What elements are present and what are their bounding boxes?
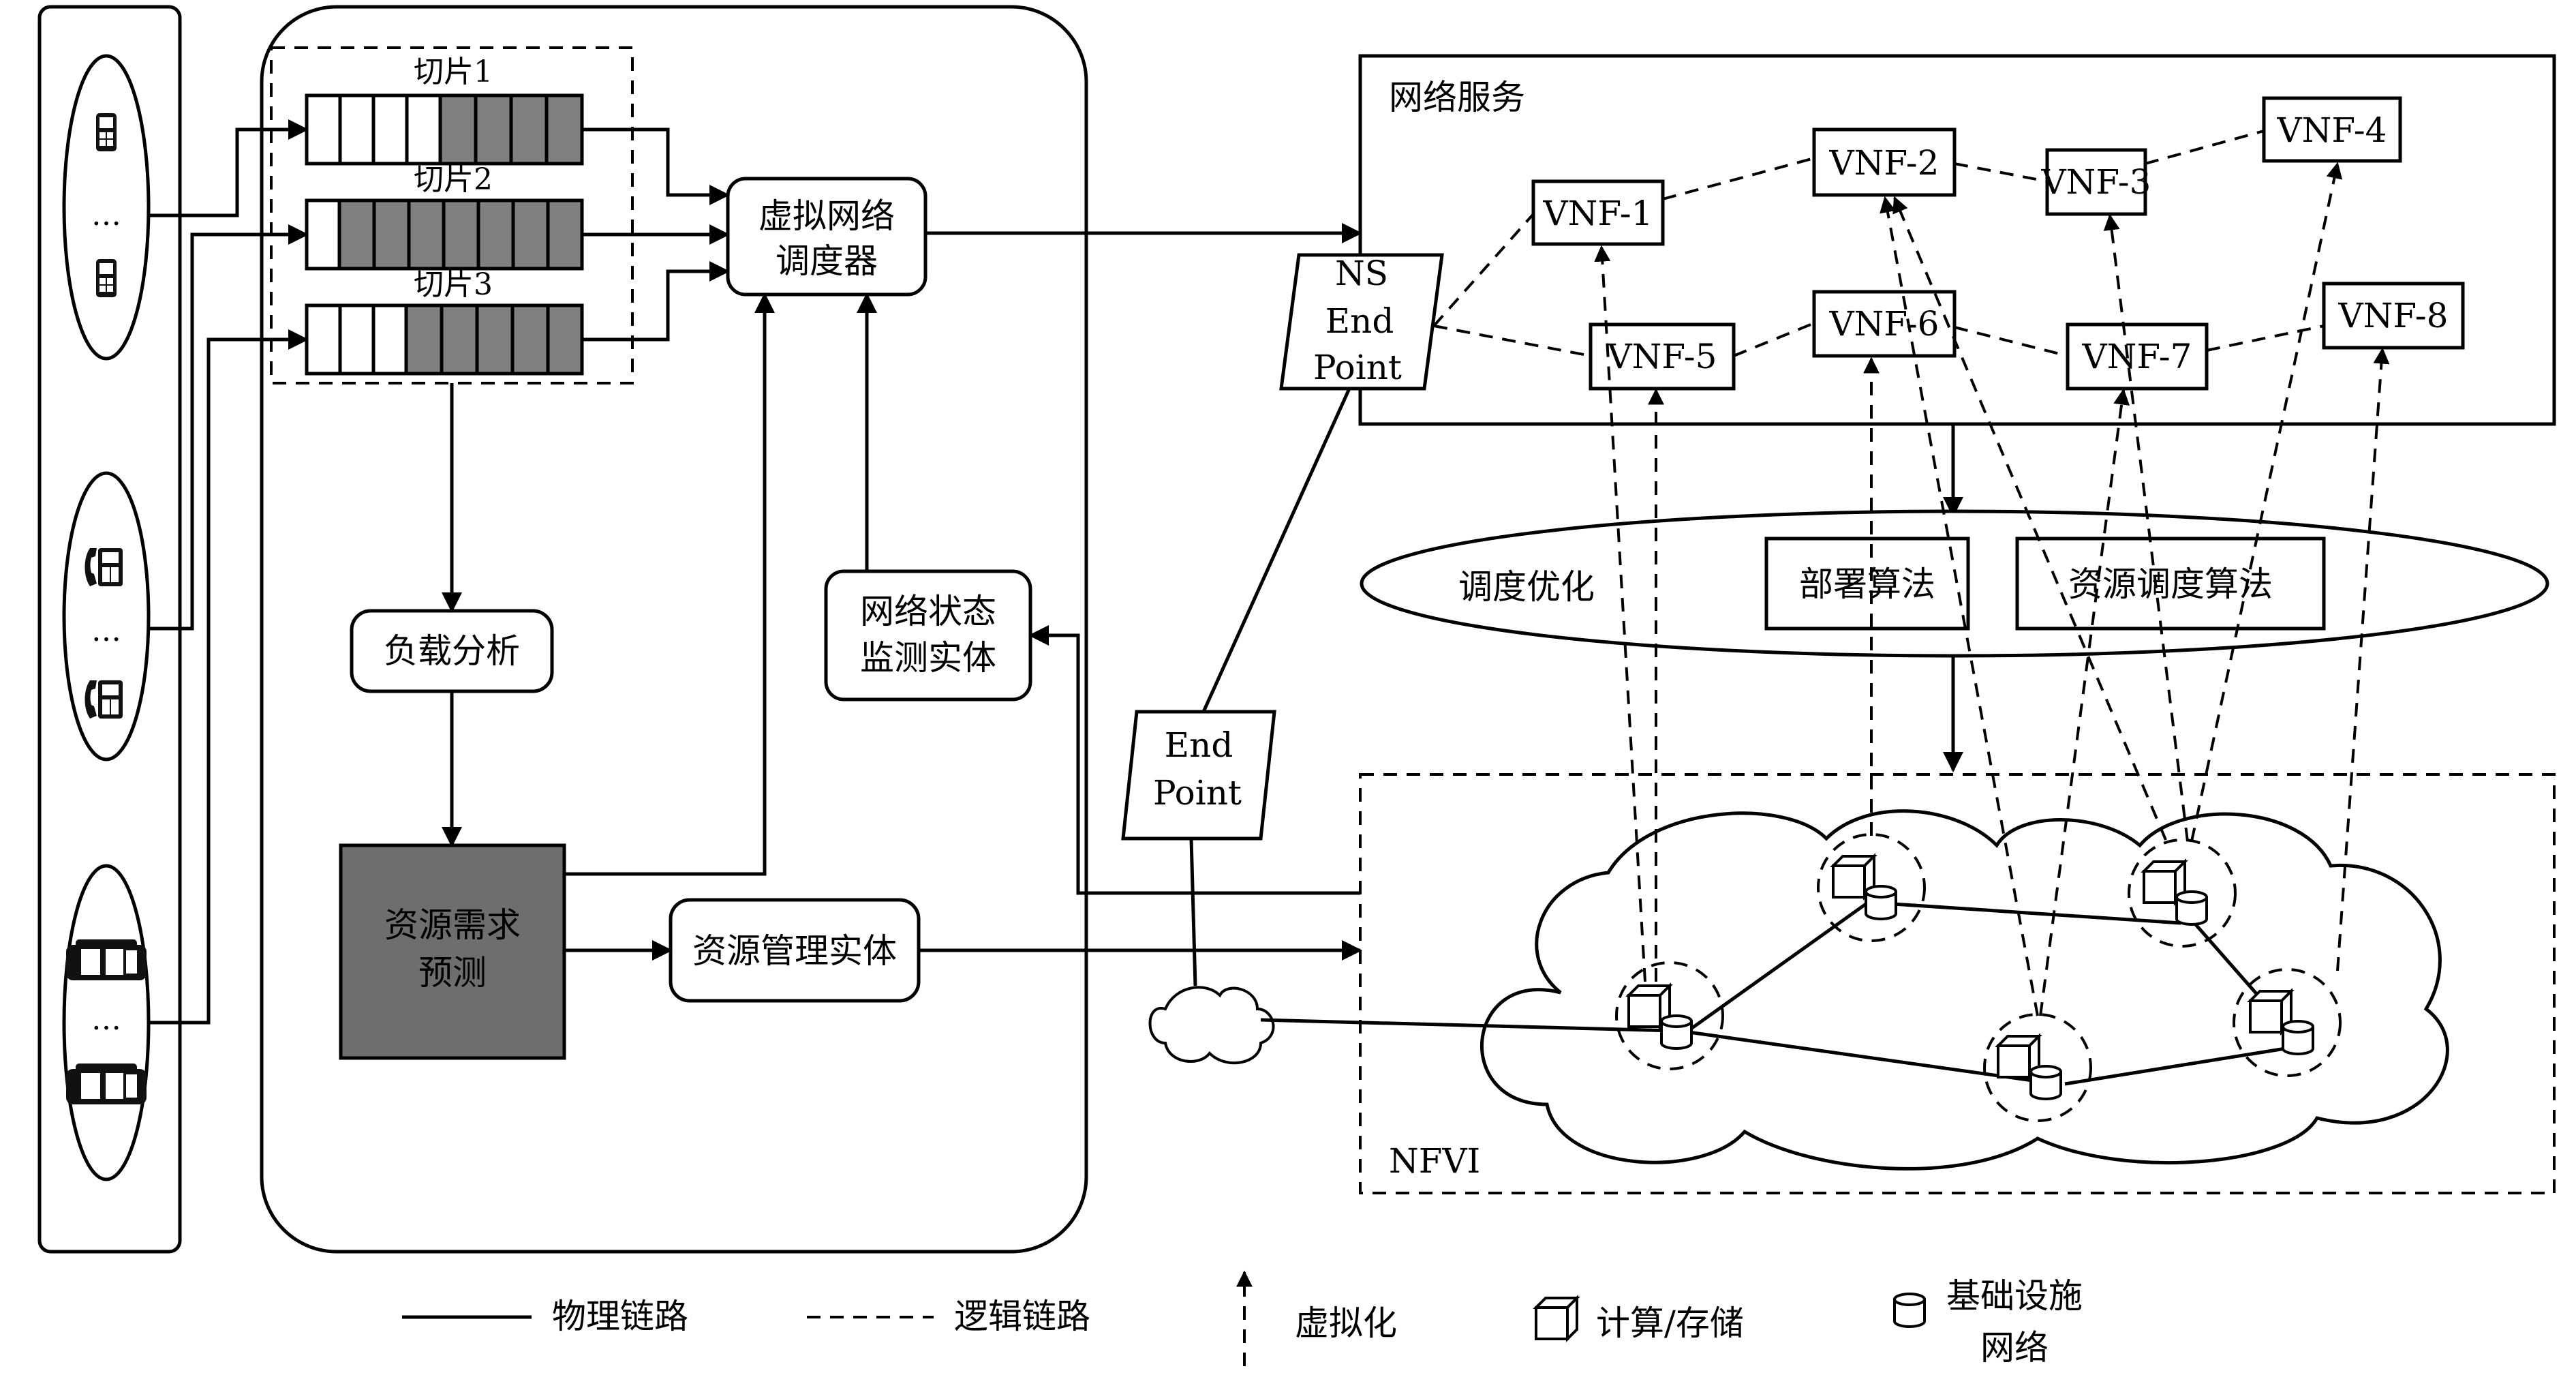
car-icon <box>66 1063 147 1104</box>
vnf-2: VNF-2 <box>1812 127 1957 197</box>
infra-node-d <box>2128 839 2237 948</box>
slice3-to-scheduler-link <box>582 261 730 342</box>
legend-virtualization-label: 虚拟化 <box>1295 1303 1397 1343</box>
prediction-label-2: 预测 <box>418 953 487 993</box>
virtualization-links <box>1594 162 2390 1016</box>
physical-links <box>1688 902 2305 1086</box>
vnf-1: VNF-1 <box>1531 179 1665 246</box>
vnf-8: VNF-8 <box>2322 282 2465 350</box>
telephone-icon <box>84 680 123 719</box>
nfvi-box <box>1359 773 2556 1194</box>
deployment-algorithm-box <box>1764 537 1970 631</box>
svg-text:VNF-3: VNF-3 <box>2040 162 2151 202</box>
car-icon <box>66 939 147 980</box>
vnf-7: VNF-7 <box>2066 322 2209 391</box>
svg-text:VNF-5: VNF-5 <box>1606 337 1717 376</box>
vnf-6: VNF-6 <box>1812 290 1957 358</box>
optimization-label: 调度优化 <box>1458 567 1595 607</box>
resource-scheduling-algorithm-box <box>2015 537 2326 631</box>
nfvi-to-monitor-link <box>1028 625 1360 895</box>
phone-ellipsis: … <box>91 198 121 232</box>
legend-infrastructure-label-2: 网络 <box>1980 1328 2049 1368</box>
controller-panel <box>260 5 1088 1254</box>
deployment-algorithm-label: 部署算法 <box>1799 564 1935 604</box>
ns-endpoint-label-3: Point <box>1313 348 1402 387</box>
telephone-icon <box>84 547 123 587</box>
ns-endpoint-label-1: NS <box>1335 254 1388 293</box>
svg-text:VNF-1: VNF-1 <box>1542 194 1653 233</box>
telephone-ellipsis: … <box>91 614 121 648</box>
legend-infrastructure-label-1: 基础设施 <box>1946 1276 2083 1316</box>
endpoint-label-1: End <box>1165 725 1233 765</box>
resource-management-label: 资源管理实体 <box>692 931 897 971</box>
scheduler-label-2: 调度器 <box>776 241 878 281</box>
load-analysis-label: 负载分析 <box>384 631 520 671</box>
slice-1-label: 切片1 <box>414 55 493 89</box>
infrastructure-network-icon <box>2175 890 2208 926</box>
infrastructure-network-icon <box>1660 1014 1693 1050</box>
svg-text:VNF-8: VNF-8 <box>2337 296 2448 335</box>
access-cloud-to-node-link <box>1260 1018 1676 1033</box>
vehicle-group: … <box>62 864 151 1181</box>
legend-physical-label: 物理链路 <box>552 1297 688 1336</box>
infrastructure-network-icon <box>2282 1020 2314 1055</box>
endpoint-to-access-cloud-link <box>1189 838 1197 986</box>
mobile-phone-icon <box>95 258 117 298</box>
slice1-to-scheduler-link <box>582 127 730 205</box>
infra-node-c <box>1983 1013 2092 1122</box>
slice-3-label: 切片3 <box>414 267 493 302</box>
network-service-box <box>1358 54 2556 426</box>
endpoint-label-2: Point <box>1153 773 1242 813</box>
infra-node-b <box>1817 833 1926 942</box>
vnf-5: VNF-5 <box>1589 322 1736 391</box>
resource-scheduling-algorithm-label: 资源调度算法 <box>2068 564 2273 604</box>
telephone-group: … <box>62 471 151 761</box>
vnf-logical-links <box>1432 130 2325 357</box>
legend-logical-label: 逻辑链路 <box>954 1297 1090 1336</box>
prediction-to-scheduler-link <box>564 292 775 876</box>
resource-demand-prediction-box <box>339 843 566 1060</box>
endpoint <box>1121 710 1276 841</box>
infra-node-e <box>2233 968 2342 1077</box>
ns-endpoint <box>1279 253 1444 391</box>
access-network-cloud <box>1148 986 1275 1065</box>
phone-group: … <box>62 54 151 361</box>
legend-infrastructure-network-icon <box>1893 1293 1926 1328</box>
monitor-label-1: 网络状态 <box>860 592 996 631</box>
legend-compute-storage-icon <box>1535 1297 1578 1340</box>
legend: 物理链路 逻辑链路 虚拟化 计算/存储 基础设施 网络 <box>402 1270 2083 1368</box>
vnf-3: VNF-3 <box>2040 148 2151 216</box>
ns-endpoint-label-2: End <box>1325 301 1394 341</box>
endpoint-to-ns-endpoint-link <box>1201 387 1351 713</box>
vehicle-to-slice3-link <box>149 329 309 1025</box>
slice-queue-1 <box>305 93 584 166</box>
slice-queue-2 <box>305 198 584 271</box>
prediction-label-1: 资源需求 <box>384 905 521 945</box>
svg-text:VNF-2: VNF-2 <box>1828 143 1939 183</box>
infra-node-a <box>1615 961 1724 1070</box>
mobile-phone-icon <box>95 112 117 152</box>
svg-text:VNF-7: VNF-7 <box>2081 337 2192 376</box>
slice-queue-3 <box>305 303 584 376</box>
monitor-label-2: 监测实体 <box>860 638 996 678</box>
telephone-to-slice2-link <box>149 224 309 631</box>
phone-to-slice1-link <box>149 119 309 217</box>
legend-compute-storage-label: 计算/存储 <box>1596 1303 1744 1343</box>
infrastructure-network-icon <box>2029 1065 2062 1100</box>
slice-2-label: 切片2 <box>414 162 493 197</box>
infrastructure-cloud <box>1480 809 2449 1171</box>
svg-text:VNF-4: VNF-4 <box>2276 110 2387 150</box>
scheduler-label-1: 虚拟网络 <box>758 196 895 236</box>
vehicle-ellipsis: … <box>91 1002 121 1037</box>
infrastructure-network-icon <box>1865 885 1897 920</box>
svg-text:VNF-6: VNF-6 <box>1828 304 1939 344</box>
nfvi-label: NFVI <box>1389 1141 1480 1181</box>
network-service-title: 网络服务 <box>1389 78 1525 117</box>
vnf-4: VNF-4 <box>2262 96 2402 163</box>
network-state-monitor-box <box>824 569 1032 701</box>
